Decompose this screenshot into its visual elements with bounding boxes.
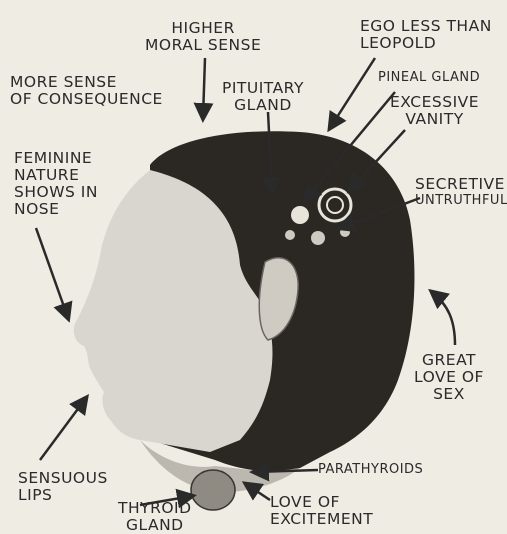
label-line: SENSUOUS xyxy=(18,470,108,487)
label-feminine-nature: FEMININE NATURE SHOWS IN NOSE xyxy=(14,150,98,218)
label-love-of-excitement: LOVE OF EXCITEMENT xyxy=(270,494,373,528)
label-line: SECRETIVE xyxy=(415,176,507,193)
label-line: NATURE xyxy=(14,167,98,184)
label-line: MORAL SENSE xyxy=(145,37,261,54)
label-line: HIGHER xyxy=(145,20,261,37)
label-line: LOVE OF xyxy=(414,369,484,386)
label-pituitary-gland: PITUITARY GLAND xyxy=(222,80,304,114)
label-line: LOVE OF xyxy=(270,494,373,511)
label-parathyroids: PARATHYROIDS xyxy=(318,462,423,477)
label-great-love-of-sex: GREAT LOVE OF SEX xyxy=(414,352,484,403)
label-excessive-vanity: EXCESSIVE VANITY xyxy=(390,94,479,128)
label-line: LIPS xyxy=(18,487,108,504)
label-line: EXCESSIVE xyxy=(390,94,479,111)
label-more-sense-of-consequence: MORE SENSE OF CONSEQUENCE xyxy=(10,74,163,108)
label-line: VANITY xyxy=(390,111,479,128)
label-line: GLAND xyxy=(118,517,192,534)
label-line: PARATHYROIDS xyxy=(318,462,423,477)
label-line: SEX xyxy=(414,386,484,403)
label-line: PITUITARY xyxy=(222,80,304,97)
label-line: SHOWS IN xyxy=(14,184,98,201)
label-ego-less-than-leopold: EGO LESS THAN LEOPOLD xyxy=(360,18,492,52)
label-line: UNTRUTHFUL xyxy=(415,193,507,208)
label-line: LEOPOLD xyxy=(360,35,492,52)
label-line: OF CONSEQUENCE xyxy=(10,91,163,108)
label-line: EGO LESS THAN xyxy=(360,18,492,35)
label-secretive-untruthful: SECRETIVE UNTRUTHFUL xyxy=(415,176,507,208)
label-thyroid-gland: THYROID GLAND xyxy=(118,500,192,534)
label-line: EXCITEMENT xyxy=(270,511,373,528)
label-line: PINEAL GLAND xyxy=(378,70,480,85)
label-line: FEMININE xyxy=(14,150,98,167)
label-pineal-gland: PINEAL GLAND xyxy=(378,70,480,85)
label-line: GREAT xyxy=(414,352,484,369)
label-sensuous-lips: SENSUOUS LIPS xyxy=(18,470,108,504)
label-line: NOSE xyxy=(14,201,98,218)
label-line: MORE SENSE xyxy=(10,74,163,91)
label-line: THYROID xyxy=(118,500,192,517)
label-higher-moral-sense: HIGHER MORAL SENSE xyxy=(145,20,261,54)
label-line: GLAND xyxy=(222,97,304,114)
thyroid-blob xyxy=(191,470,235,510)
